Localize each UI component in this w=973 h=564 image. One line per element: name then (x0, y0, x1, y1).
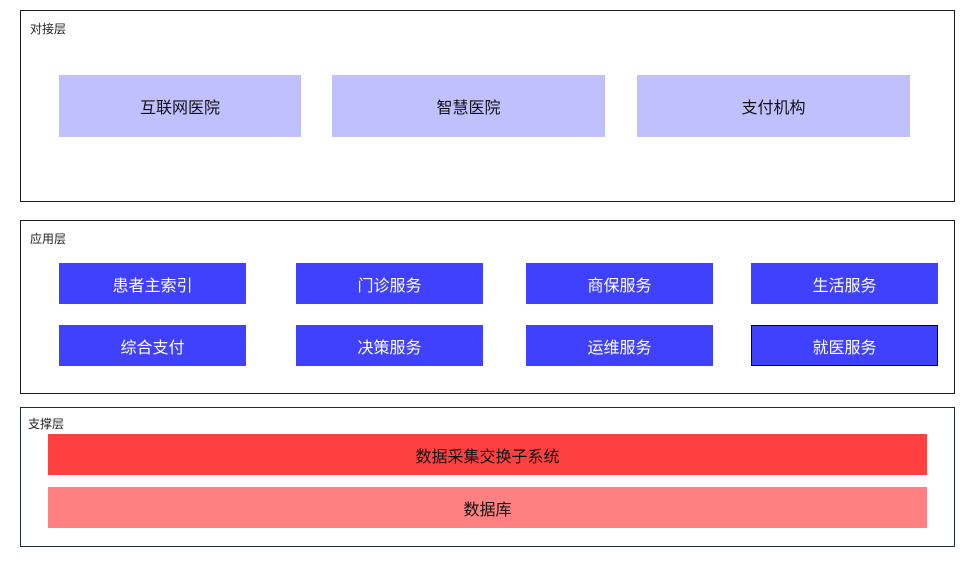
app-box-life-service: 生活服务 (751, 263, 938, 304)
application-layer-title: 应用层 (30, 232, 67, 246)
app-box-decision-service: 决策服务 (296, 325, 483, 366)
support-layer: 支撑层 数据采集交换子系统 数据库 (20, 407, 955, 547)
app-box-patient-master-index: 患者主索引 (59, 263, 246, 304)
app-box-medical-visit-service: 就医服务 (751, 325, 938, 366)
docking-layer-title: 对接层 (30, 22, 67, 36)
support-box-data-exchange-subsystem: 数据采集交换子系统 (48, 434, 927, 475)
app-box-outpatient-service: 门诊服务 (296, 263, 483, 304)
application-layer: 应用层 患者主索引 门诊服务 商保服务 生活服务 综合支付 决策服务 运维服务 … (20, 220, 955, 394)
app-box-commercial-insurance-service: 商保服务 (526, 263, 713, 304)
support-layer-title: 支撑层 (28, 417, 65, 431)
app-box-operations-service: 运维服务 (526, 325, 713, 366)
app-box-integrated-payment: 综合支付 (59, 325, 246, 366)
docking-box-internet-hospital: 互联网医院 (59, 75, 301, 137)
docking-box-payment-institution: 支付机构 (637, 75, 910, 137)
docking-layer: 对接层 互联网医院 智慧医院 支付机构 (20, 10, 955, 202)
support-box-database: 数据库 (48, 487, 927, 528)
docking-box-smart-hospital: 智慧医院 (332, 75, 605, 137)
